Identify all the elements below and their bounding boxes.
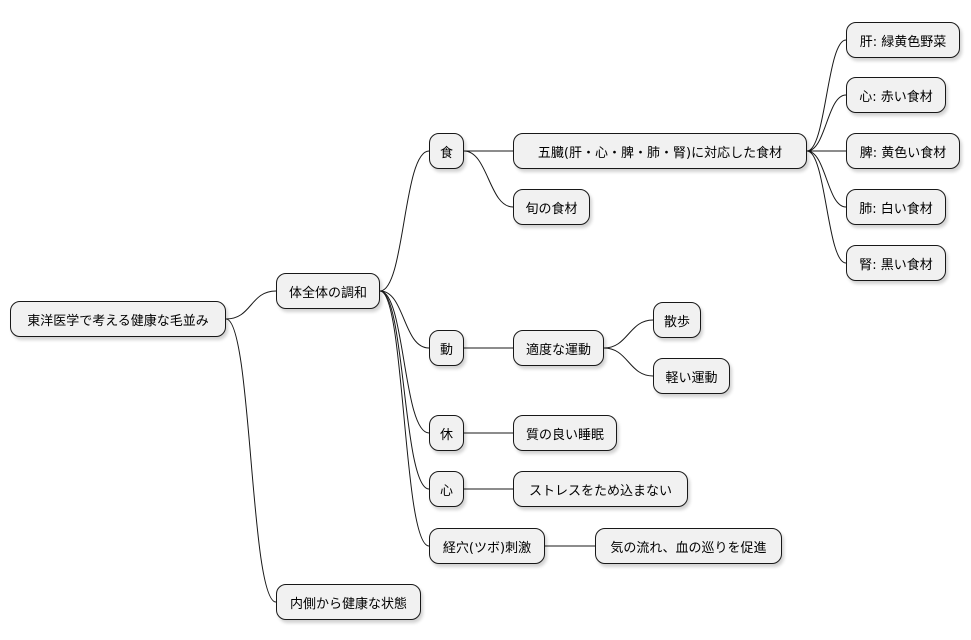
heart-food-node: 心: 赤い食材 [846, 77, 946, 113]
flow-node: 気の流れ、血の巡りを促進 [595, 528, 782, 564]
spleen-node: 脾: 黄色い食材 [846, 133, 960, 169]
edge-moderate-light [603, 347, 654, 377]
harmony-node: 体全体の調和 [276, 273, 380, 309]
stress-node: ストレスをため込まない [513, 471, 688, 507]
edge-food-seasonal [463, 150, 514, 208]
root-node: 東洋医学で考える健康な毛並み [10, 301, 226, 337]
edge-harmony-rest [379, 290, 430, 434]
seasonal-node: 旬の食材 [513, 189, 590, 225]
edge-five-liver [806, 39, 847, 152]
edge-harmony-move [379, 290, 430, 349]
edge-moderate-walk [603, 319, 654, 349]
edge-harmony-mind [379, 290, 430, 490]
edge-five-heart [806, 94, 847, 152]
acupoint-node: 経穴(ツボ)刺激 [429, 528, 545, 564]
sleep-node: 質の良い睡眠 [513, 415, 617, 451]
food-node: 食 [429, 133, 464, 169]
five-organs-node: 五臓(肝・心・脾・肺・腎)に対応した食材 [513, 133, 807, 169]
mind-node: 心 [429, 471, 464, 507]
edge-five-kidney [806, 150, 847, 264]
edge-harmony-food [379, 150, 430, 292]
light-exercise-node: 軽い運動 [653, 358, 730, 394]
lung-node: 肺: 白い食材 [846, 189, 946, 225]
edge-root-inner [225, 318, 277, 603]
kidney-node: 腎: 黒い食材 [846, 245, 946, 281]
inner-health-node: 内側から健康な状態 [276, 584, 421, 620]
edge-root-harmony [225, 290, 277, 320]
moderate-exercise-node: 適度な運動 [513, 330, 604, 366]
walk-node: 散歩 [653, 302, 701, 338]
edge-five-lung [806, 150, 847, 208]
edge-harmony-acupoint [379, 290, 430, 547]
liver-node: 肝: 緑黄色野菜 [846, 22, 960, 58]
rest-node: 休 [429, 415, 464, 451]
move-node: 動 [429, 330, 464, 366]
